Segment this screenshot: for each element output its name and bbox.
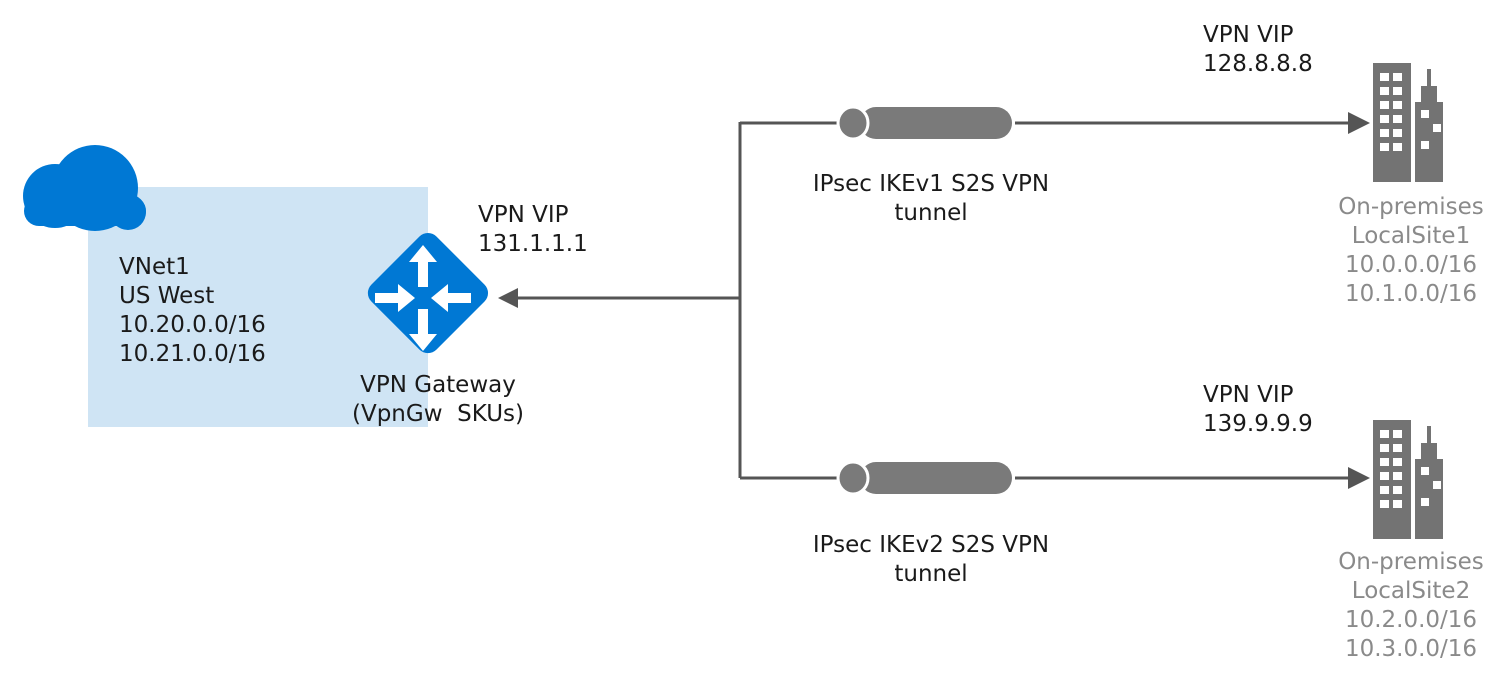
site-type: On-premises <box>1338 194 1484 220</box>
gateway-arrowhead <box>498 288 518 308</box>
vnet-region: US West <box>119 283 215 309</box>
building-icon <box>1373 420 1443 539</box>
tunnel-icon <box>836 460 1012 496</box>
site-type: On-premises <box>1338 549 1484 575</box>
gateway-sku: (VpnGw SKUs) <box>352 401 524 427</box>
vip-address: 139.9.9.9 <box>1203 411 1313 437</box>
vip-address: 128.8.8.8 <box>1203 51 1313 77</box>
site1-arrowhead <box>1348 112 1370 134</box>
tunnel-word: tunnel <box>894 561 968 587</box>
vnet-region-box <box>88 187 428 427</box>
tunnel-icon <box>836 105 1012 141</box>
site-prefix: 10.3.0.0/16 <box>1344 636 1478 662</box>
vnet-prefix: 10.21.0.0/16 <box>119 341 266 367</box>
tunnel-protocol: IPsec IKEv2 S2S VPN <box>812 532 1050 558</box>
site-prefix: 10.0.0.0/16 <box>1344 252 1478 278</box>
vip-address: 131.1.1.1 <box>478 231 588 257</box>
vnet-label: VNet1 US West 10.20.0.0/16 10.21.0.0/16 <box>119 253 266 369</box>
tunnel2-label: IPsec IKEv2 S2S VPN tunnel <box>776 531 1086 589</box>
site2-arrowhead <box>1348 467 1370 489</box>
tunnel1-label: IPsec IKEv1 S2S VPN tunnel <box>776 170 1086 228</box>
site1-label: On-premises LocalSite1 10.0.0.0/16 10.1.… <box>1318 193 1504 309</box>
vpn-gateway-icon <box>367 232 489 354</box>
vnet-name: VNet1 <box>119 254 190 280</box>
building-icon <box>1373 63 1443 182</box>
gateway-vip: VPN VIP 131.1.1.1 <box>478 201 588 259</box>
site1-vip: VPN VIP 128.8.8.8 <box>1203 21 1313 79</box>
vnet-prefix: 10.20.0.0/16 <box>119 312 266 338</box>
vip-label: VPN VIP <box>1203 22 1294 48</box>
site2-vip: VPN VIP 139.9.9.9 <box>1203 381 1313 439</box>
site-name: LocalSite1 <box>1351 223 1471 249</box>
site2-label: On-premises LocalSite2 10.2.0.0/16 10.3.… <box>1318 548 1504 664</box>
vip-label: VPN VIP <box>478 202 569 228</box>
gateway-name: VPN Gateway <box>360 372 516 398</box>
vip-label: VPN VIP <box>1203 382 1294 408</box>
gateway-label: VPN Gateway (VpnGw SKUs) <box>340 371 536 429</box>
site-name: LocalSite2 <box>1351 578 1471 604</box>
site-prefix: 10.2.0.0/16 <box>1344 607 1478 633</box>
tunnel-word: tunnel <box>894 200 968 226</box>
site-prefix: 10.1.0.0/16 <box>1344 281 1478 307</box>
tunnel-protocol: IPsec IKEv1 S2S VPN <box>812 171 1050 197</box>
cloud-icon <box>23 145 146 231</box>
